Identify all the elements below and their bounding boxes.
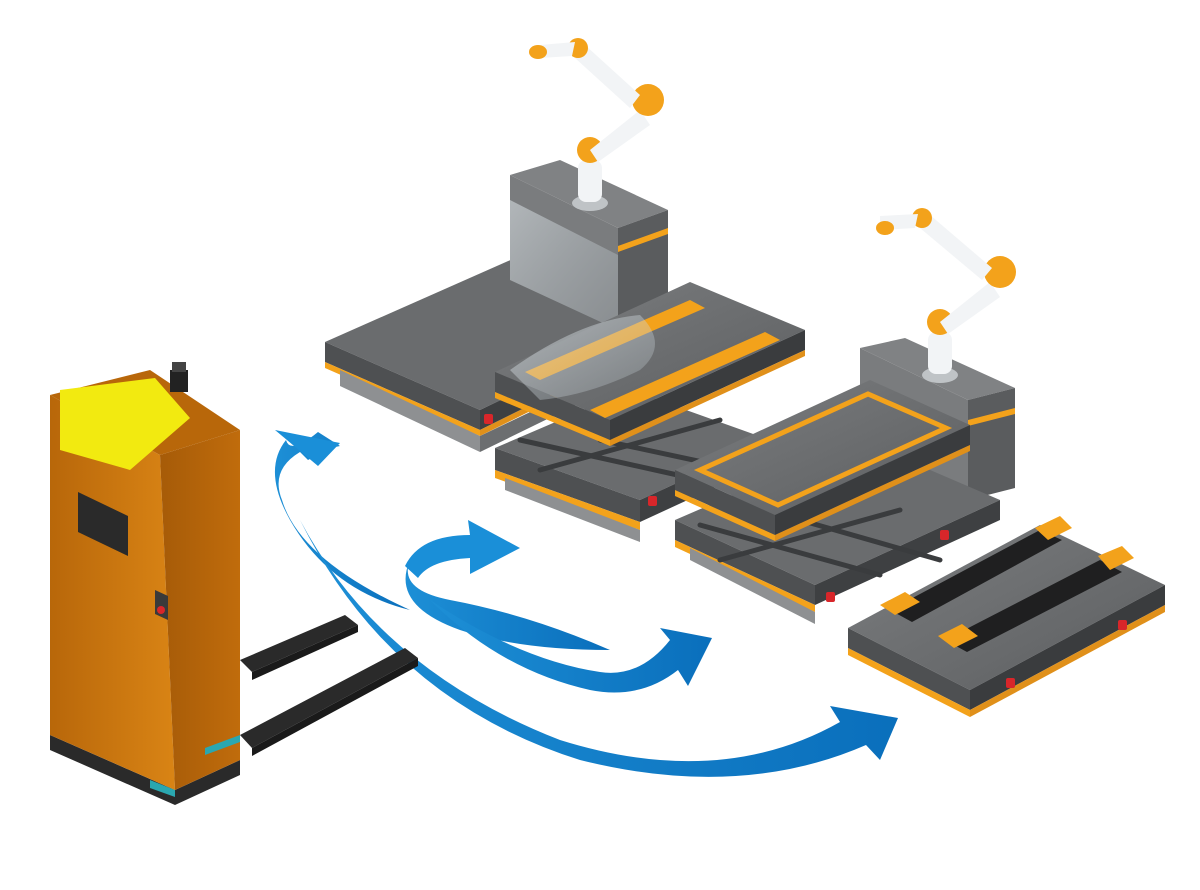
scissor-lift: [697, 507, 943, 578]
curved-arrow-icon: [405, 560, 610, 650]
curved-arrow-icon: [430, 600, 712, 693]
curved-arrow-icon: [274, 432, 410, 610]
lifting-mobile-manipulator: [675, 208, 1016, 624]
curved-arrow-icon: [300, 520, 898, 777]
forklift-agv: [50, 362, 418, 805]
lifting-platform-agv: [495, 282, 805, 542]
roller-bar: [880, 516, 1072, 622]
roller-conveyor-agv: [848, 516, 1165, 717]
roller-bar: [938, 546, 1134, 652]
robot-arm: [876, 208, 1016, 383]
curved-arrow-icon: [405, 520, 520, 578]
flow-arrows: [274, 430, 898, 777]
robot-arm: [529, 38, 664, 211]
curved-arrow-icon: [275, 430, 340, 466]
